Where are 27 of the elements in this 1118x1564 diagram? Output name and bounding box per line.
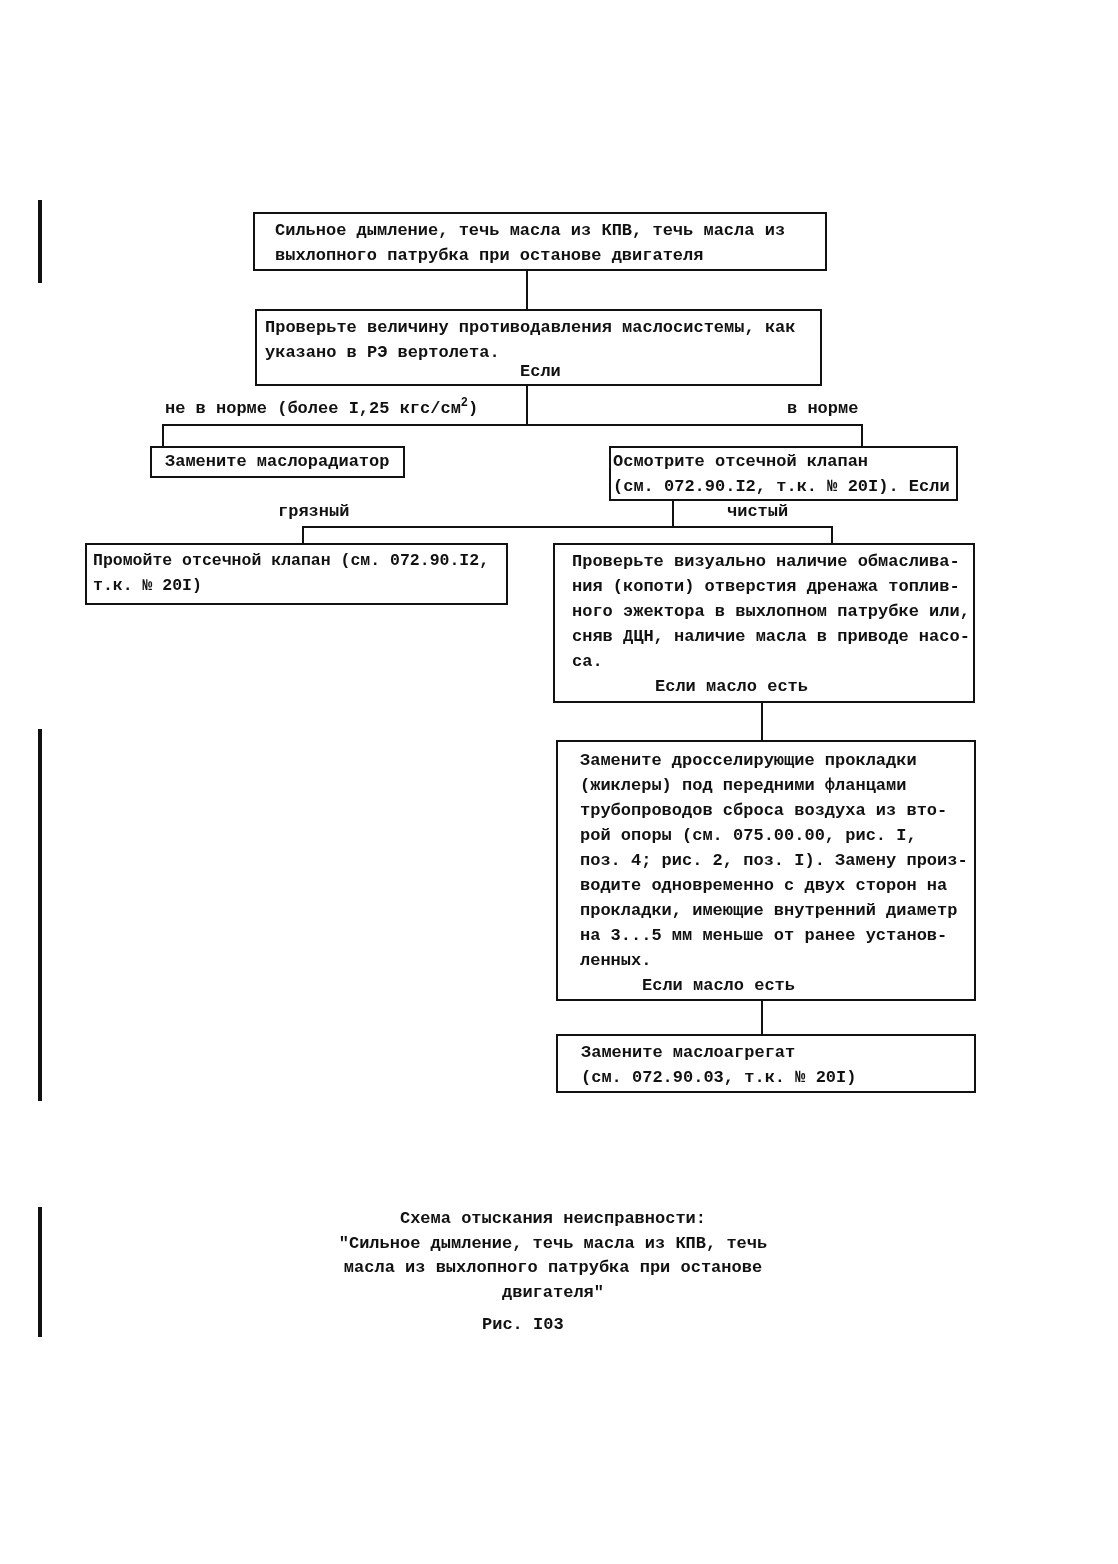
connector-line bbox=[761, 1000, 763, 1035]
figure-caption: Схема отыскания неисправности: "Сильное дымление, течь масла из КПВ, течь масла из выхлопного патрубка при останове двигателя" bbox=[338, 1208, 768, 1304]
process-box bbox=[609, 446, 958, 501]
figure-number: Рис. I03 bbox=[482, 1315, 564, 1335]
process-box bbox=[255, 309, 822, 386]
connector-line bbox=[526, 270, 528, 310]
edge-label: грязный bbox=[278, 503, 350, 521]
edge-label: в норме bbox=[787, 400, 859, 418]
process-box bbox=[253, 212, 827, 271]
connector-line bbox=[761, 702, 763, 741]
condition-text: Если масло есть bbox=[655, 675, 809, 698]
condition-text: Если bbox=[520, 361, 561, 383]
step-text: Замените маслоагрегат (см. 072.90.03, т.к. № 20I) bbox=[581, 1041, 857, 1089]
process-box bbox=[556, 740, 976, 1001]
step-text: Проверьте величину противодавления маслосистемы, как указано в РЭ вертолета. bbox=[265, 316, 796, 364]
condition-text: Если масло есть bbox=[642, 974, 796, 997]
step-text: Сильное дымление, течь масла из КПВ, течь масла из выхлопного патрубка при останове двигателя bbox=[275, 219, 786, 267]
process-box bbox=[553, 543, 975, 703]
edge-label: чистый bbox=[727, 503, 789, 521]
process-box bbox=[150, 446, 405, 478]
step-text: Замените маслорадиатор bbox=[165, 450, 390, 473]
step-text: Замените дросселирующие прокладки (жиклеры) под передними фланцами трубопроводов сброса воздуха из вто- рой опоры (см. 075.00.00, рис. I, поз. 4; рис. 2, поз. I). Замену произ- водите одновременно с двух сторон на прокладки, имеющие внутренний диаметр на 3...5 мм меньше от ранее установ- ленных. bbox=[580, 749, 968, 972]
process-box bbox=[556, 1034, 976, 1093]
process-box bbox=[85, 543, 508, 605]
connector-line bbox=[672, 500, 833, 544]
step-text: Проверьте визуально наличие обмаслива- ния (копоти) отверстия дренажа топлив- ного эжектора в выхлопном патрубке или, сняв ДЦН, наличие масла в приводе насо- са. bbox=[572, 550, 970, 673]
step-text: Промойте отсечной клапан (см. 072.90.I2, т.к. № 20I) bbox=[93, 549, 490, 597]
